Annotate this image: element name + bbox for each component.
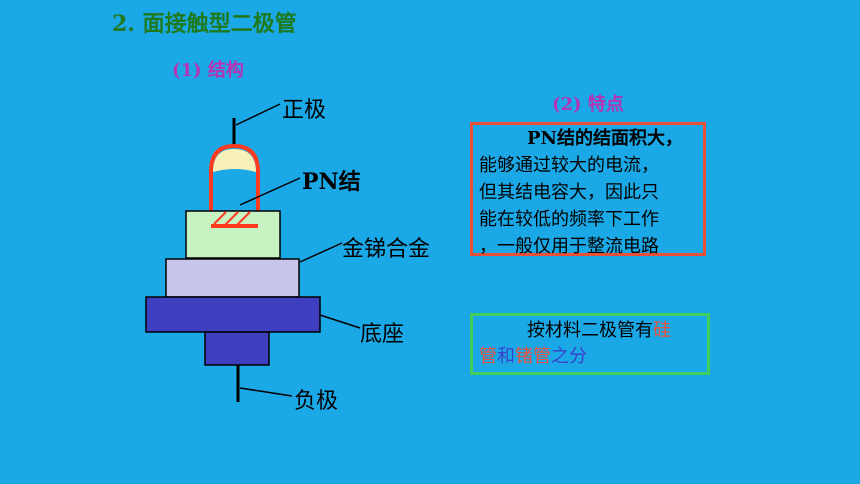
alloy-leader: [299, 242, 343, 263]
pn-leader: [239, 177, 301, 206]
pn-junction-label: PN结: [302, 169, 361, 195]
cathode-label: 负极: [294, 389, 339, 414]
material-prefix: 按材料二极管有: [527, 320, 653, 341]
alloy-label: 金锑合金: [342, 237, 431, 262]
base-leader: [319, 314, 361, 329]
base-label: 底座: [360, 322, 405, 347]
material-germanium: 锗管: [515, 346, 551, 367]
alloy-block: [185, 210, 281, 259]
material-silicon-1: 硅: [653, 320, 671, 341]
feature-line-3: 但其结电容大，因此只: [479, 182, 659, 203]
feature-line-4: 能在较低的频率下工作: [479, 209, 659, 230]
anode-leader: [235, 103, 281, 126]
feature-line-1: PN结的结面积大，: [527, 128, 683, 149]
pn-hatch-1: [213, 211, 227, 225]
lavender-layer: [165, 258, 300, 298]
material-box: 按材料二极管有硅 管和锗管之分: [470, 313, 710, 375]
bottom-block: [204, 331, 270, 366]
bulb-cap: [213, 149, 256, 172]
bulb-outline: [209, 143, 260, 228]
pn-hatch-3: [235, 211, 251, 227]
feature-line-5: ，一般仅用于整流电路: [479, 236, 659, 257]
material-silicon-2: 管: [479, 346, 497, 367]
cathode-leader: [239, 387, 293, 397]
base-plate: [145, 296, 321, 333]
anode-label: 正极: [282, 98, 327, 123]
structure-heading: (1) 结构: [172, 60, 244, 81]
features-box: PN结的结面积大， 能够通过较大的电流， 但其结电容大，因此只 能在较低的频率下…: [470, 122, 706, 257]
feature-line-2: 能够通过较大的电流，: [479, 155, 659, 176]
features-heading: (2) 特点: [552, 94, 624, 115]
material-and: 和: [497, 346, 515, 367]
material-suffix: 之分: [551, 346, 587, 367]
page-title: 2. 面接触型二极管: [112, 11, 297, 37]
pn-hatch-2: [223, 211, 239, 227]
